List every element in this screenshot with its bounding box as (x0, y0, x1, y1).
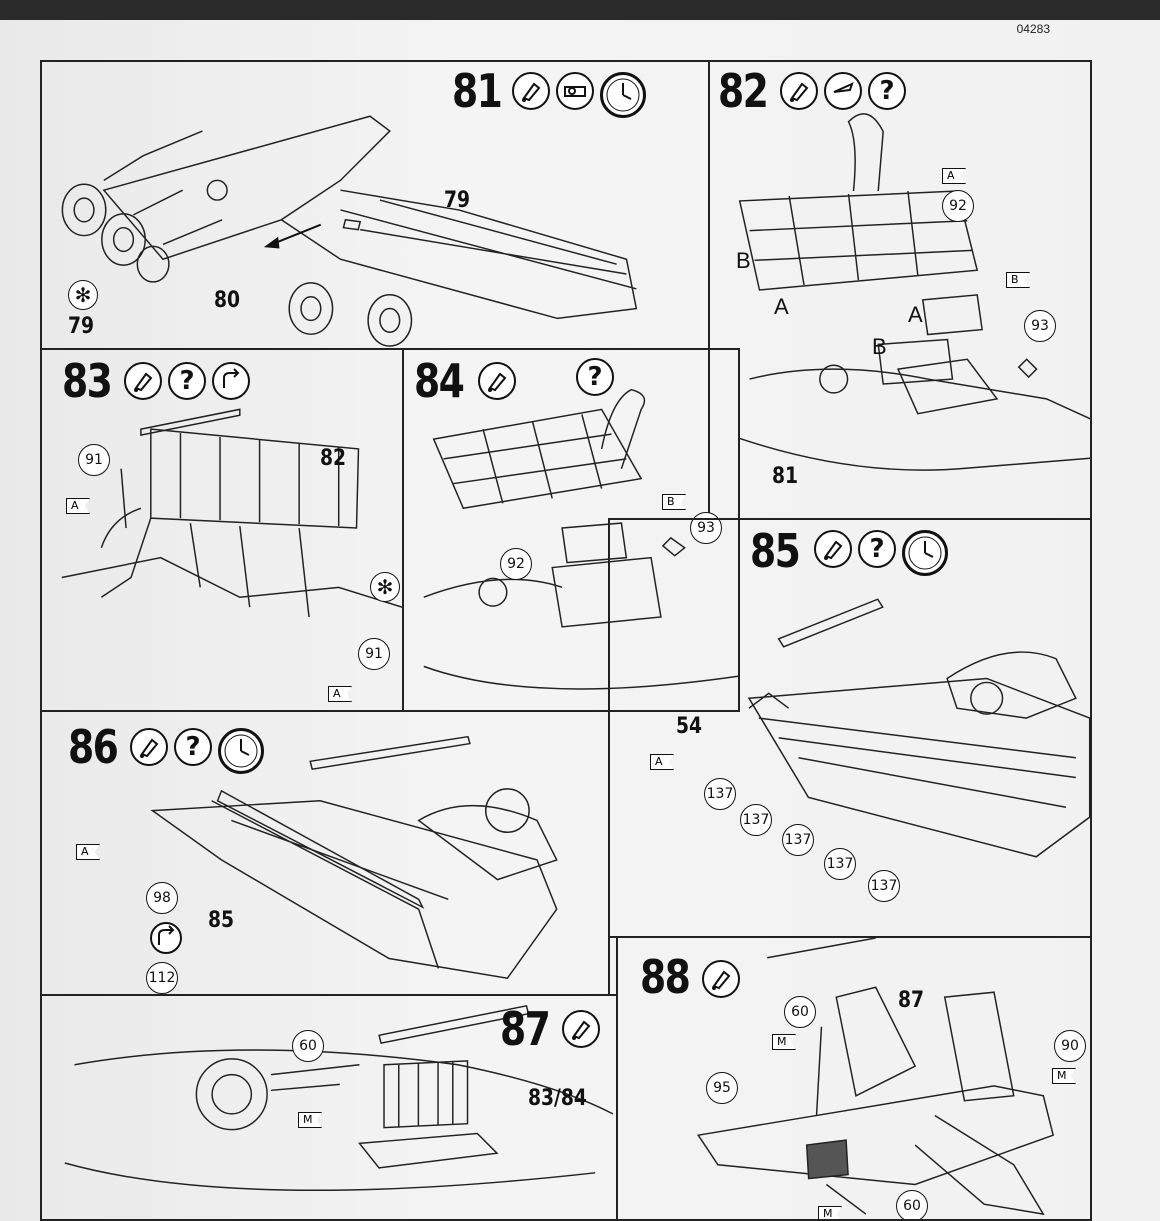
part-79-label: 79 (444, 188, 471, 213)
step-81-panel: 81 79 80 ✻ 79 (40, 60, 710, 350)
glue-icon (478, 362, 516, 400)
step-88-drawing (696, 938, 1055, 1216)
glue-icon (130, 728, 168, 766)
letter-b-top: B (736, 248, 751, 273)
step-87-panel: 87 60 M 83/84 (40, 994, 618, 1221)
step-85-panel: 85 ? 54 A 137 137 137 137 137 (608, 518, 1092, 938)
part-137-callout-1: 137 (704, 778, 736, 810)
part-87-label: 87 (898, 988, 925, 1013)
step-88-number: 88 (640, 950, 691, 1004)
bend-icon (150, 922, 182, 954)
part-95-callout: 95 (706, 1072, 738, 1104)
part-79-star-label: 79 (68, 314, 95, 339)
flag-b: B (1006, 272, 1030, 288)
part-137-callout-4: 137 (824, 848, 856, 880)
step-88-panel: 88 60 M 87 90 M 95 M 60 (616, 936, 1092, 1221)
letter-a-left: A (774, 294, 789, 319)
flag-a: A (942, 168, 966, 184)
glue-icon (702, 960, 740, 998)
step-82-number: 82 (718, 64, 769, 118)
part-60-callout: 60 (292, 1030, 324, 1062)
step-86-number: 86 (68, 720, 119, 774)
step-81-drawing (61, 115, 638, 347)
clock-icon (902, 530, 948, 576)
question-icon: ? (168, 362, 206, 400)
question-icon: ? (858, 530, 896, 568)
part-93-callout: 93 (1024, 310, 1056, 342)
part-91-callout: 91 (78, 444, 110, 476)
step-82-panel: 82 ? A 92 B A A B B 93 81 (708, 60, 1092, 520)
part-137-callout-5: 137 (868, 870, 900, 902)
step-84-drawing (423, 388, 738, 690)
flag-b: B (662, 494, 686, 510)
part-93-callout: 93 (690, 512, 722, 544)
step-83-number: 83 (62, 354, 113, 408)
glue-icon (124, 362, 162, 400)
part-60-callout-2: 60 (896, 1190, 928, 1219)
step-84-number: 84 (414, 354, 465, 408)
glue-icon (780, 72, 818, 110)
step-87-drawing (64, 1004, 614, 1192)
step-85-number: 85 (750, 524, 801, 578)
part-112-callout: 112 (146, 962, 178, 994)
part-92-callout: 92 (500, 548, 532, 580)
glue-icon (814, 530, 852, 568)
clock-icon (218, 728, 264, 774)
part-92-callout: 92 (942, 190, 974, 222)
step-83-panel: 83 ? 91 A 82 ✻ 91 A (40, 348, 404, 712)
step-84-panel: 84 ? B 93 92 (402, 348, 740, 712)
part-90-callout: 90 (1054, 1030, 1086, 1062)
step-81-number: 81 (452, 64, 503, 118)
letter-a-mid: A (908, 302, 923, 327)
tape-icon (556, 72, 594, 110)
flag-m: M (298, 1112, 322, 1128)
part-60-callout: 60 (784, 996, 816, 1028)
bend-icon (212, 362, 250, 400)
cement-symbol: ✻ (370, 572, 400, 602)
page-code: 04283 (1016, 22, 1050, 36)
question-icon: ? (174, 728, 212, 766)
part-98-callout: 98 (146, 882, 178, 914)
part-137-callout-3: 137 (782, 824, 814, 856)
step-86-panel: 86 ? A 98 85 112 (40, 710, 610, 996)
step-85-drawing (747, 598, 1090, 858)
step-87-number: 87 (500, 1002, 551, 1056)
part-80-label: 80 (214, 288, 241, 313)
part-85-label: 85 (208, 908, 235, 933)
part-82-label: 82 (320, 446, 347, 471)
knife-icon (824, 72, 862, 110)
cement-symbol: ✻ (68, 280, 98, 310)
glue-icon (562, 1010, 600, 1048)
flag-a-2: A (328, 686, 352, 702)
clock-icon (600, 72, 646, 118)
part-137-callout-2: 137 (740, 804, 772, 836)
instruction-sheet: 04283 (0, 20, 1160, 1221)
part-81-label: 81 (772, 464, 799, 489)
part-91-callout-2: 91 (358, 638, 390, 670)
letter-b-mid: B (872, 334, 887, 359)
part-83-84-label: 83/84 (528, 1086, 587, 1111)
part-54-label: 54 (676, 714, 703, 739)
question-icon: ? (576, 358, 614, 396)
step-83-drawing (61, 408, 402, 618)
step-82-drawing (738, 113, 1090, 471)
step-86-drawing (150, 735, 558, 980)
glue-icon (512, 72, 550, 110)
question-icon: ? (868, 72, 906, 110)
